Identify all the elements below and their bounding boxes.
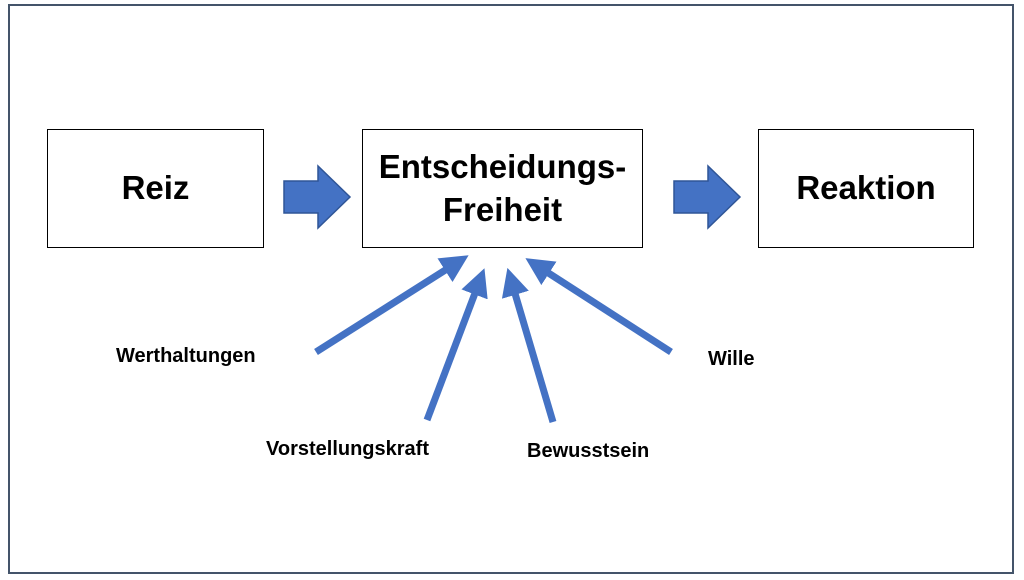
arrow-werthaltungen [314, 255, 469, 355]
box-reaktion: Reaktion [758, 129, 974, 248]
label-bewusstsein: Bewusstsein [527, 440, 650, 462]
box-entscheidungsfreiheit-line1: Entscheidungs- [378, 147, 627, 185]
label-vorstellungskraft: Vorstellungskraft [266, 438, 429, 460]
box-reaktion-label: Reaktion [796, 169, 936, 207]
arrow-reiz-to-freiheit [283, 164, 352, 230]
arrow-freiheit-to-reaktion [673, 164, 742, 230]
arrow-wille [525, 258, 673, 355]
label-werthaltungen: Werthaltungen [116, 345, 256, 367]
arrow-bewusstsein [501, 267, 557, 423]
label-wille: Wille [708, 348, 755, 370]
diagram-frame [8, 4, 1014, 574]
arrow-vorstellungskraft [423, 268, 488, 422]
box-entscheidungsfreiheit: Entscheidungs- Freiheit [362, 129, 643, 248]
box-reiz-label: Reiz [121, 169, 190, 207]
box-entscheidungsfreiheit-line2: Freiheit [442, 190, 563, 228]
box-reiz: Reiz [47, 129, 264, 248]
box-entscheidungsfreiheit-label: Entscheidungs- Freiheit [379, 146, 627, 232]
